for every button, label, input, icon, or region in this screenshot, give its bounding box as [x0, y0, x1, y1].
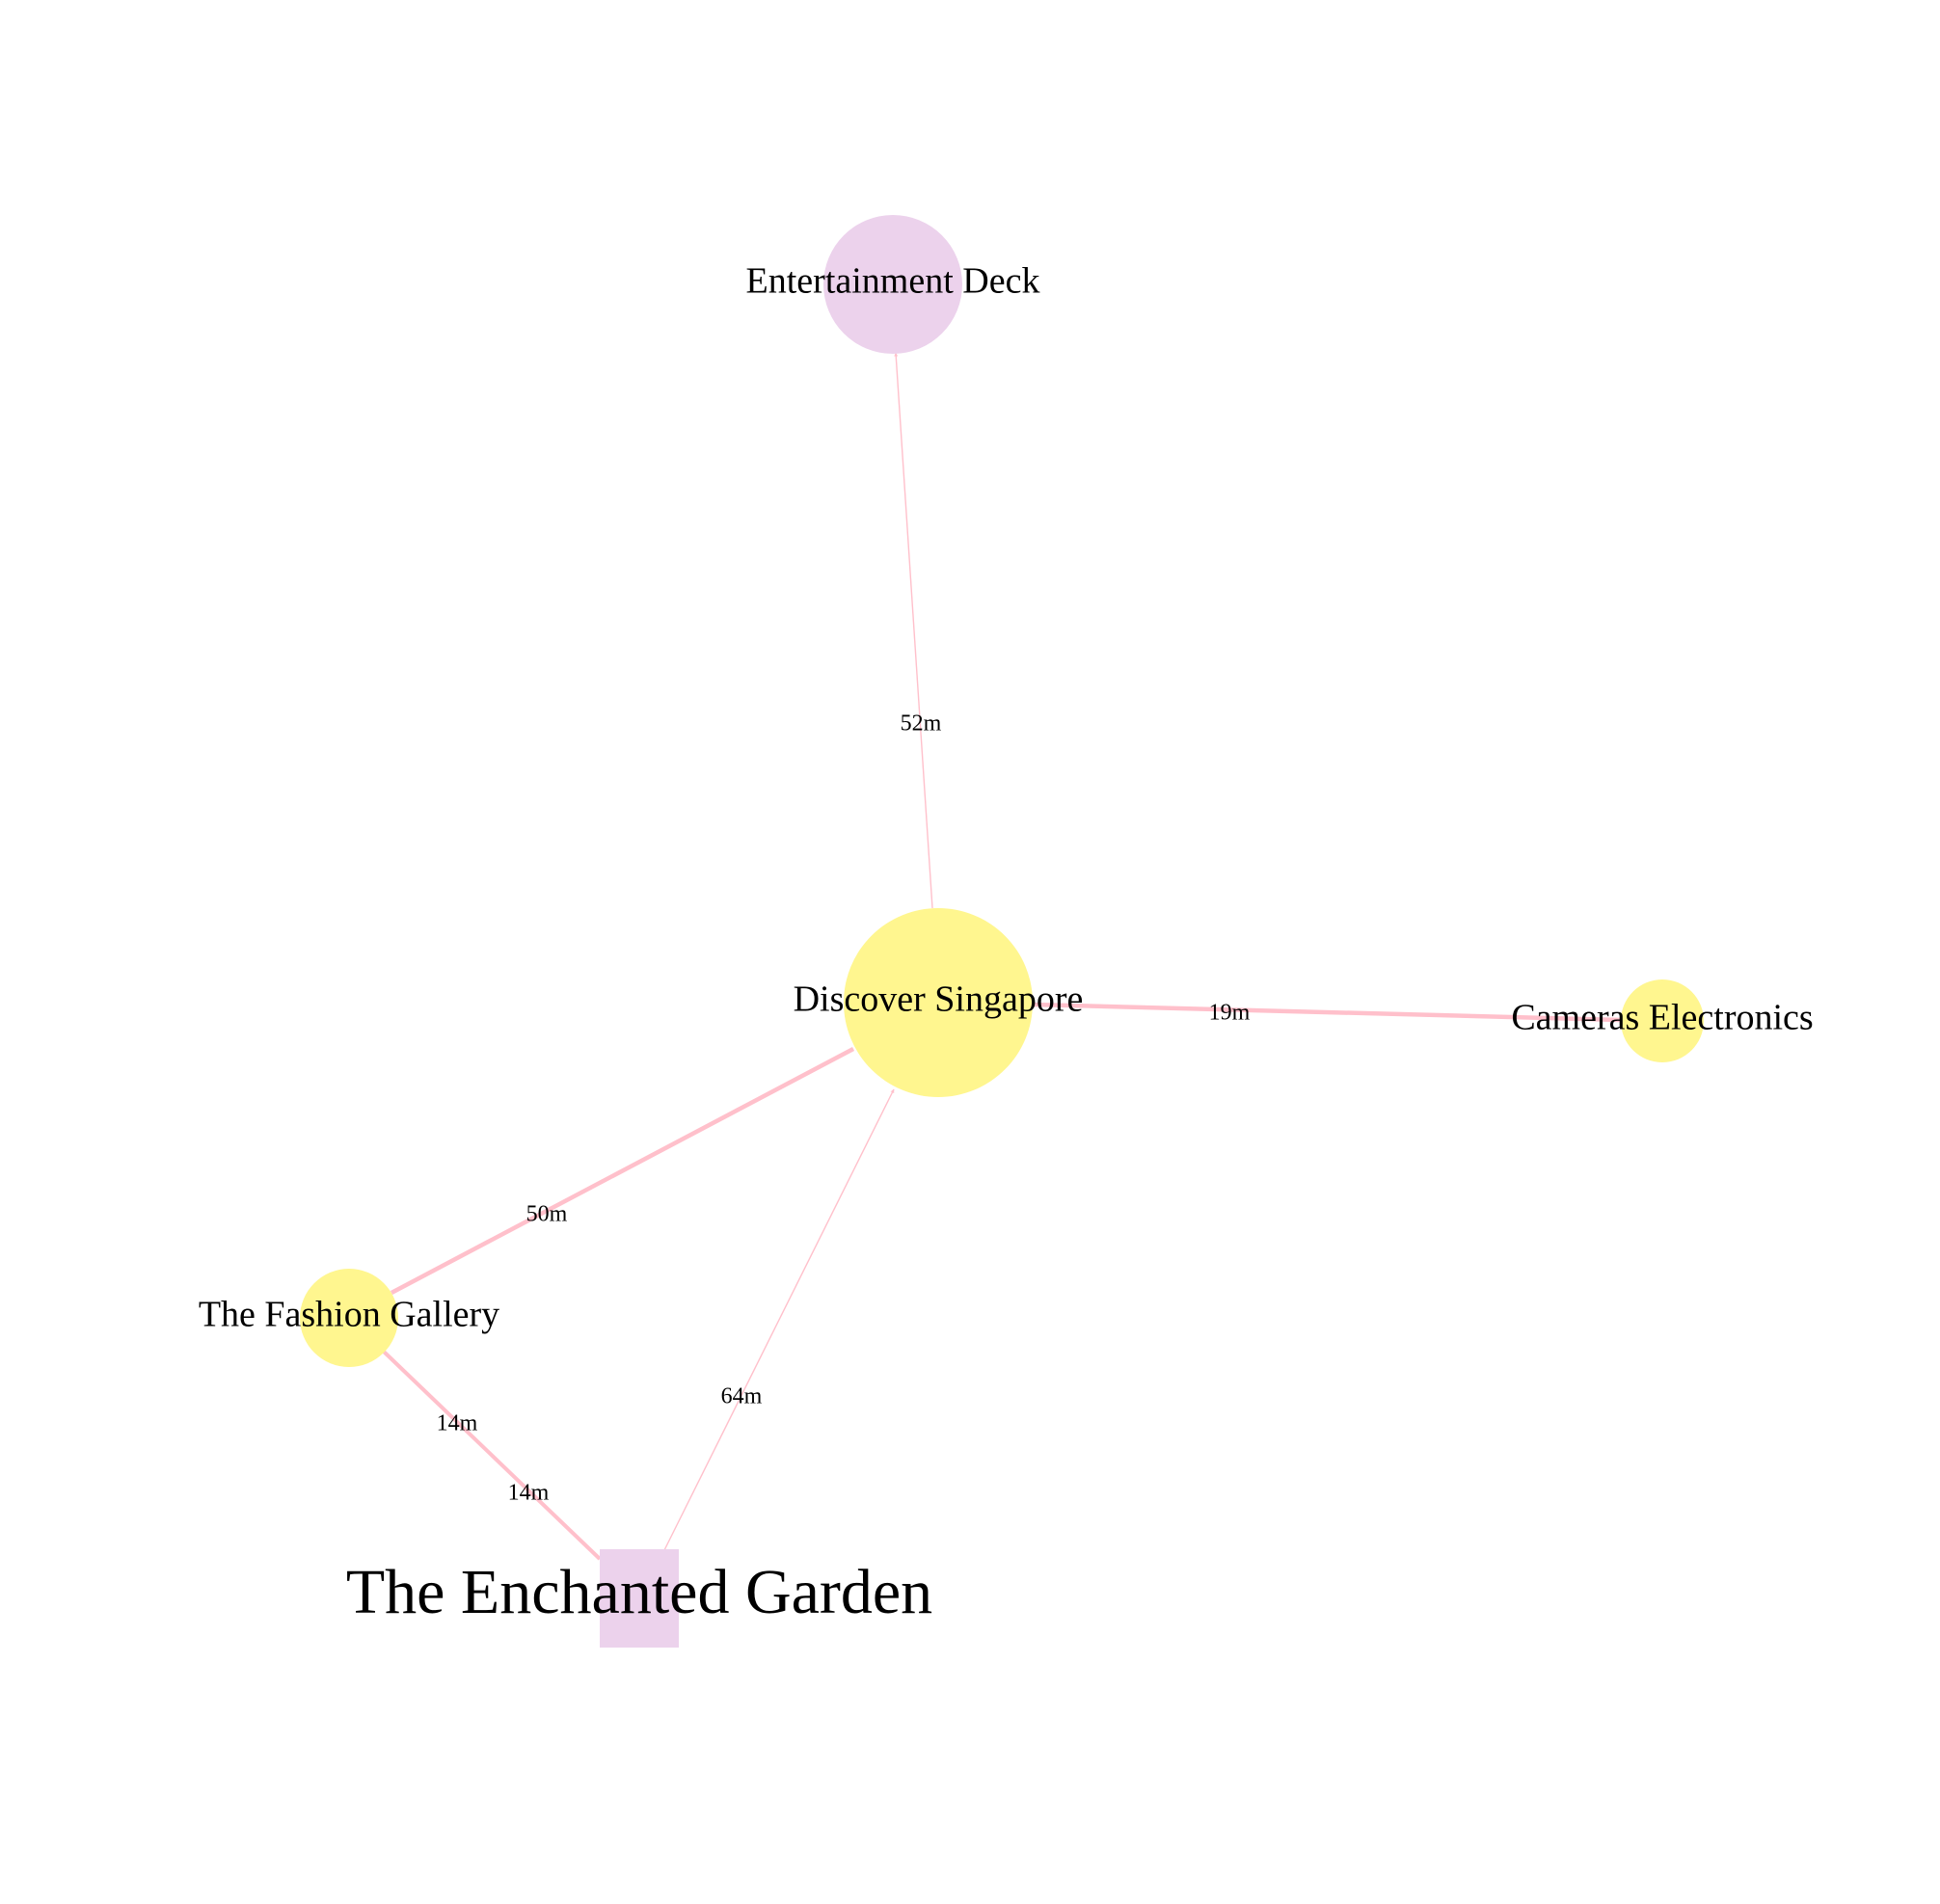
- node-label-discover-singapore: Discover Singapore: [794, 979, 1084, 1020]
- edge-labels-layer: 52m 19m 50m 64m 14m 14m: [437, 711, 1251, 1506]
- edge-ds-ce: [1032, 1002, 1622, 1023]
- edge-ds-ed: [894, 352, 933, 909]
- node-cameras-electronics[interactable]: [1621, 979, 1704, 1062]
- node-discover-singapore[interactable]: [844, 908, 1033, 1097]
- node-entertainment-deck[interactable]: [823, 215, 962, 354]
- edge-label-ds-ce: 19m: [1209, 1001, 1251, 1026]
- edge-label-ds-ed: 52m: [901, 711, 942, 737]
- nodes-layer: [300, 215, 1704, 1648]
- node-fashion-gallery[interactable]: [300, 1269, 398, 1367]
- node-label-fashion-gallery: The Fashion Gallery: [199, 1295, 499, 1335]
- edge-label-fg-ds: 50m: [526, 1202, 568, 1227]
- edge-fg-ds: [390, 1047, 855, 1295]
- node-label-entertainment-deck: Entertainment Deck: [746, 261, 1040, 302]
- edge-label-eg-fg: 14m: [437, 1411, 478, 1436]
- node-enchanted-garden[interactable]: [600, 1549, 679, 1648]
- edges-layer: [382, 352, 1622, 1561]
- node-label-cameras-electronics: Cameras Electronics: [1511, 998, 1813, 1038]
- edge-label-eg-ds: 64m: [721, 1384, 763, 1409]
- node-label-enchanted-garden: The Enchanted Garden: [346, 1557, 932, 1627]
- edge-label-fg-eg: 14m: [508, 1481, 550, 1506]
- edge-eg-ds: [662, 1088, 895, 1553]
- edge-fg-eg: [383, 1351, 601, 1560]
